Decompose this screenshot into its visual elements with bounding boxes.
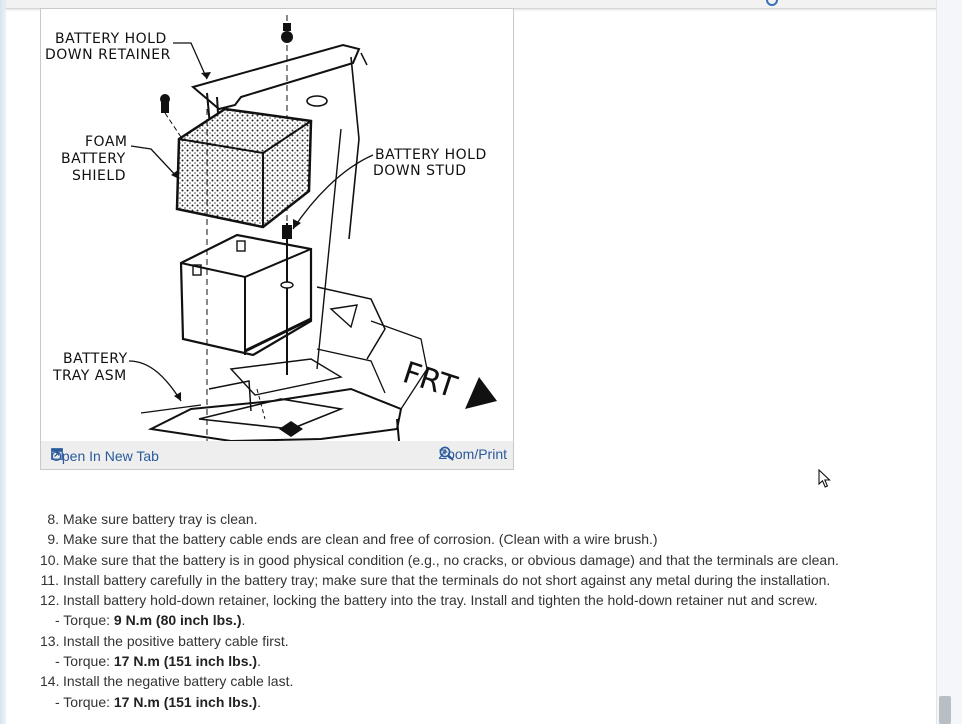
figure-caption-bar: Open In New Tab Zoom/Print bbox=[41, 441, 513, 469]
torque-spec-13: - Torque: 17 N.m (151 inch lbs.). bbox=[40, 651, 920, 671]
step-number: 14. bbox=[40, 673, 60, 690]
torque-spec-14: - Torque: 17 N.m (151 inch lbs.). bbox=[40, 692, 920, 712]
open-in-new-tab-label: Open In New Tab bbox=[51, 448, 159, 464]
zoom-print-label: Zoom/Print bbox=[438, 446, 507, 462]
step-number: 9. bbox=[47, 531, 59, 548]
torque-value: 17 N.m (151 inch lbs.) bbox=[113, 653, 258, 670]
step-text: Install the positive battery cable first… bbox=[63, 632, 289, 649]
step-number: 13. bbox=[40, 632, 60, 649]
torque-spec-12: - Torque: 9 N.m (80 inch lbs.). bbox=[40, 610, 920, 630]
zoom-print-link[interactable]: Zoom/Print bbox=[439, 446, 507, 462]
procedure-steps-list: 8. Make sure battery tray is clean. 9. M… bbox=[40, 509, 920, 712]
label-retainer-2: DOWN RETAINER bbox=[45, 47, 171, 63]
torque-value: 17 N.m (151 inch lbs.) bbox=[113, 693, 258, 710]
step-text: Install the negative battery cable last. bbox=[63, 673, 294, 690]
step-12: 12. Install battery hold-down retainer, … bbox=[40, 590, 920, 610]
label-foam-1: FOAM bbox=[85, 134, 127, 150]
new-tab-icon bbox=[51, 448, 63, 460]
step-text: Install battery carefully in the battery… bbox=[63, 571, 831, 588]
label-tray-1: BATTERY bbox=[63, 351, 128, 367]
step-11: 11. Install battery carefully in the bat… bbox=[40, 570, 920, 590]
step-8: 8. Make sure battery tray is clean. bbox=[40, 509, 920, 529]
step-text: Make sure that the battery cable ends ar… bbox=[63, 531, 658, 548]
label-stud-2: DOWN STUD bbox=[373, 163, 467, 179]
step-number: 8. bbox=[47, 511, 59, 527]
torque-value: 9 N.m (80 inch lbs.) bbox=[113, 612, 242, 629]
step-13: 13. Install the positive battery cable f… bbox=[40, 631, 920, 651]
torque-suffix: . bbox=[257, 693, 261, 710]
toolbar-icon[interactable] bbox=[766, 0, 778, 6]
open-in-new-tab-link[interactable]: Open In New Tab bbox=[51, 448, 159, 464]
battery-diagram-figure: BATTERY HOLD DOWN RETAINER FOAM BATTERY … bbox=[40, 8, 514, 470]
label-stud-1: BATTERY HOLD bbox=[375, 147, 487, 163]
label-tray-2: TRAY ASM bbox=[52, 368, 127, 384]
torque-suffix: . bbox=[257, 653, 261, 670]
zoom-icon bbox=[439, 446, 454, 461]
torque-suffix: . bbox=[241, 612, 246, 629]
battery-diagram-illustration: BATTERY HOLD DOWN RETAINER FOAM BATTERY … bbox=[45, 15, 497, 441]
step-text: Make sure that the battery is in good ph… bbox=[63, 551, 839, 568]
front-arrow-icon bbox=[465, 377, 497, 409]
step-text: Install battery hold-down retainer, lock… bbox=[63, 592, 818, 609]
step-number: 12. bbox=[40, 592, 60, 609]
torque-prefix: - Torque: bbox=[55, 612, 114, 629]
step-number: 10. bbox=[40, 551, 60, 568]
label-foam-2: BATTERY bbox=[61, 151, 126, 167]
mouse-cursor-icon bbox=[818, 469, 831, 488]
step-text: Make sure battery tray is clean. bbox=[63, 511, 258, 527]
battery-diagram-image: BATTERY HOLD DOWN RETAINER FOAM BATTERY … bbox=[41, 9, 513, 441]
label-foam-3: SHIELD bbox=[72, 168, 126, 184]
step-9: 9. Make sure that the battery cable ends… bbox=[40, 529, 920, 549]
scrollbar-thumb[interactable] bbox=[939, 696, 951, 724]
vertical-scrollbar-track[interactable] bbox=[936, 0, 962, 724]
step-14: 14. Install the negative battery cable l… bbox=[40, 671, 920, 691]
step-10: 10. Make sure that the battery is in goo… bbox=[40, 550, 920, 570]
window-left-edge bbox=[0, 0, 6, 724]
torque-prefix: - Torque: bbox=[55, 653, 114, 670]
step-number: 11. bbox=[40, 571, 59, 588]
torque-prefix: - Torque: bbox=[55, 693, 114, 710]
label-retainer-1: BATTERY HOLD bbox=[55, 31, 167, 47]
